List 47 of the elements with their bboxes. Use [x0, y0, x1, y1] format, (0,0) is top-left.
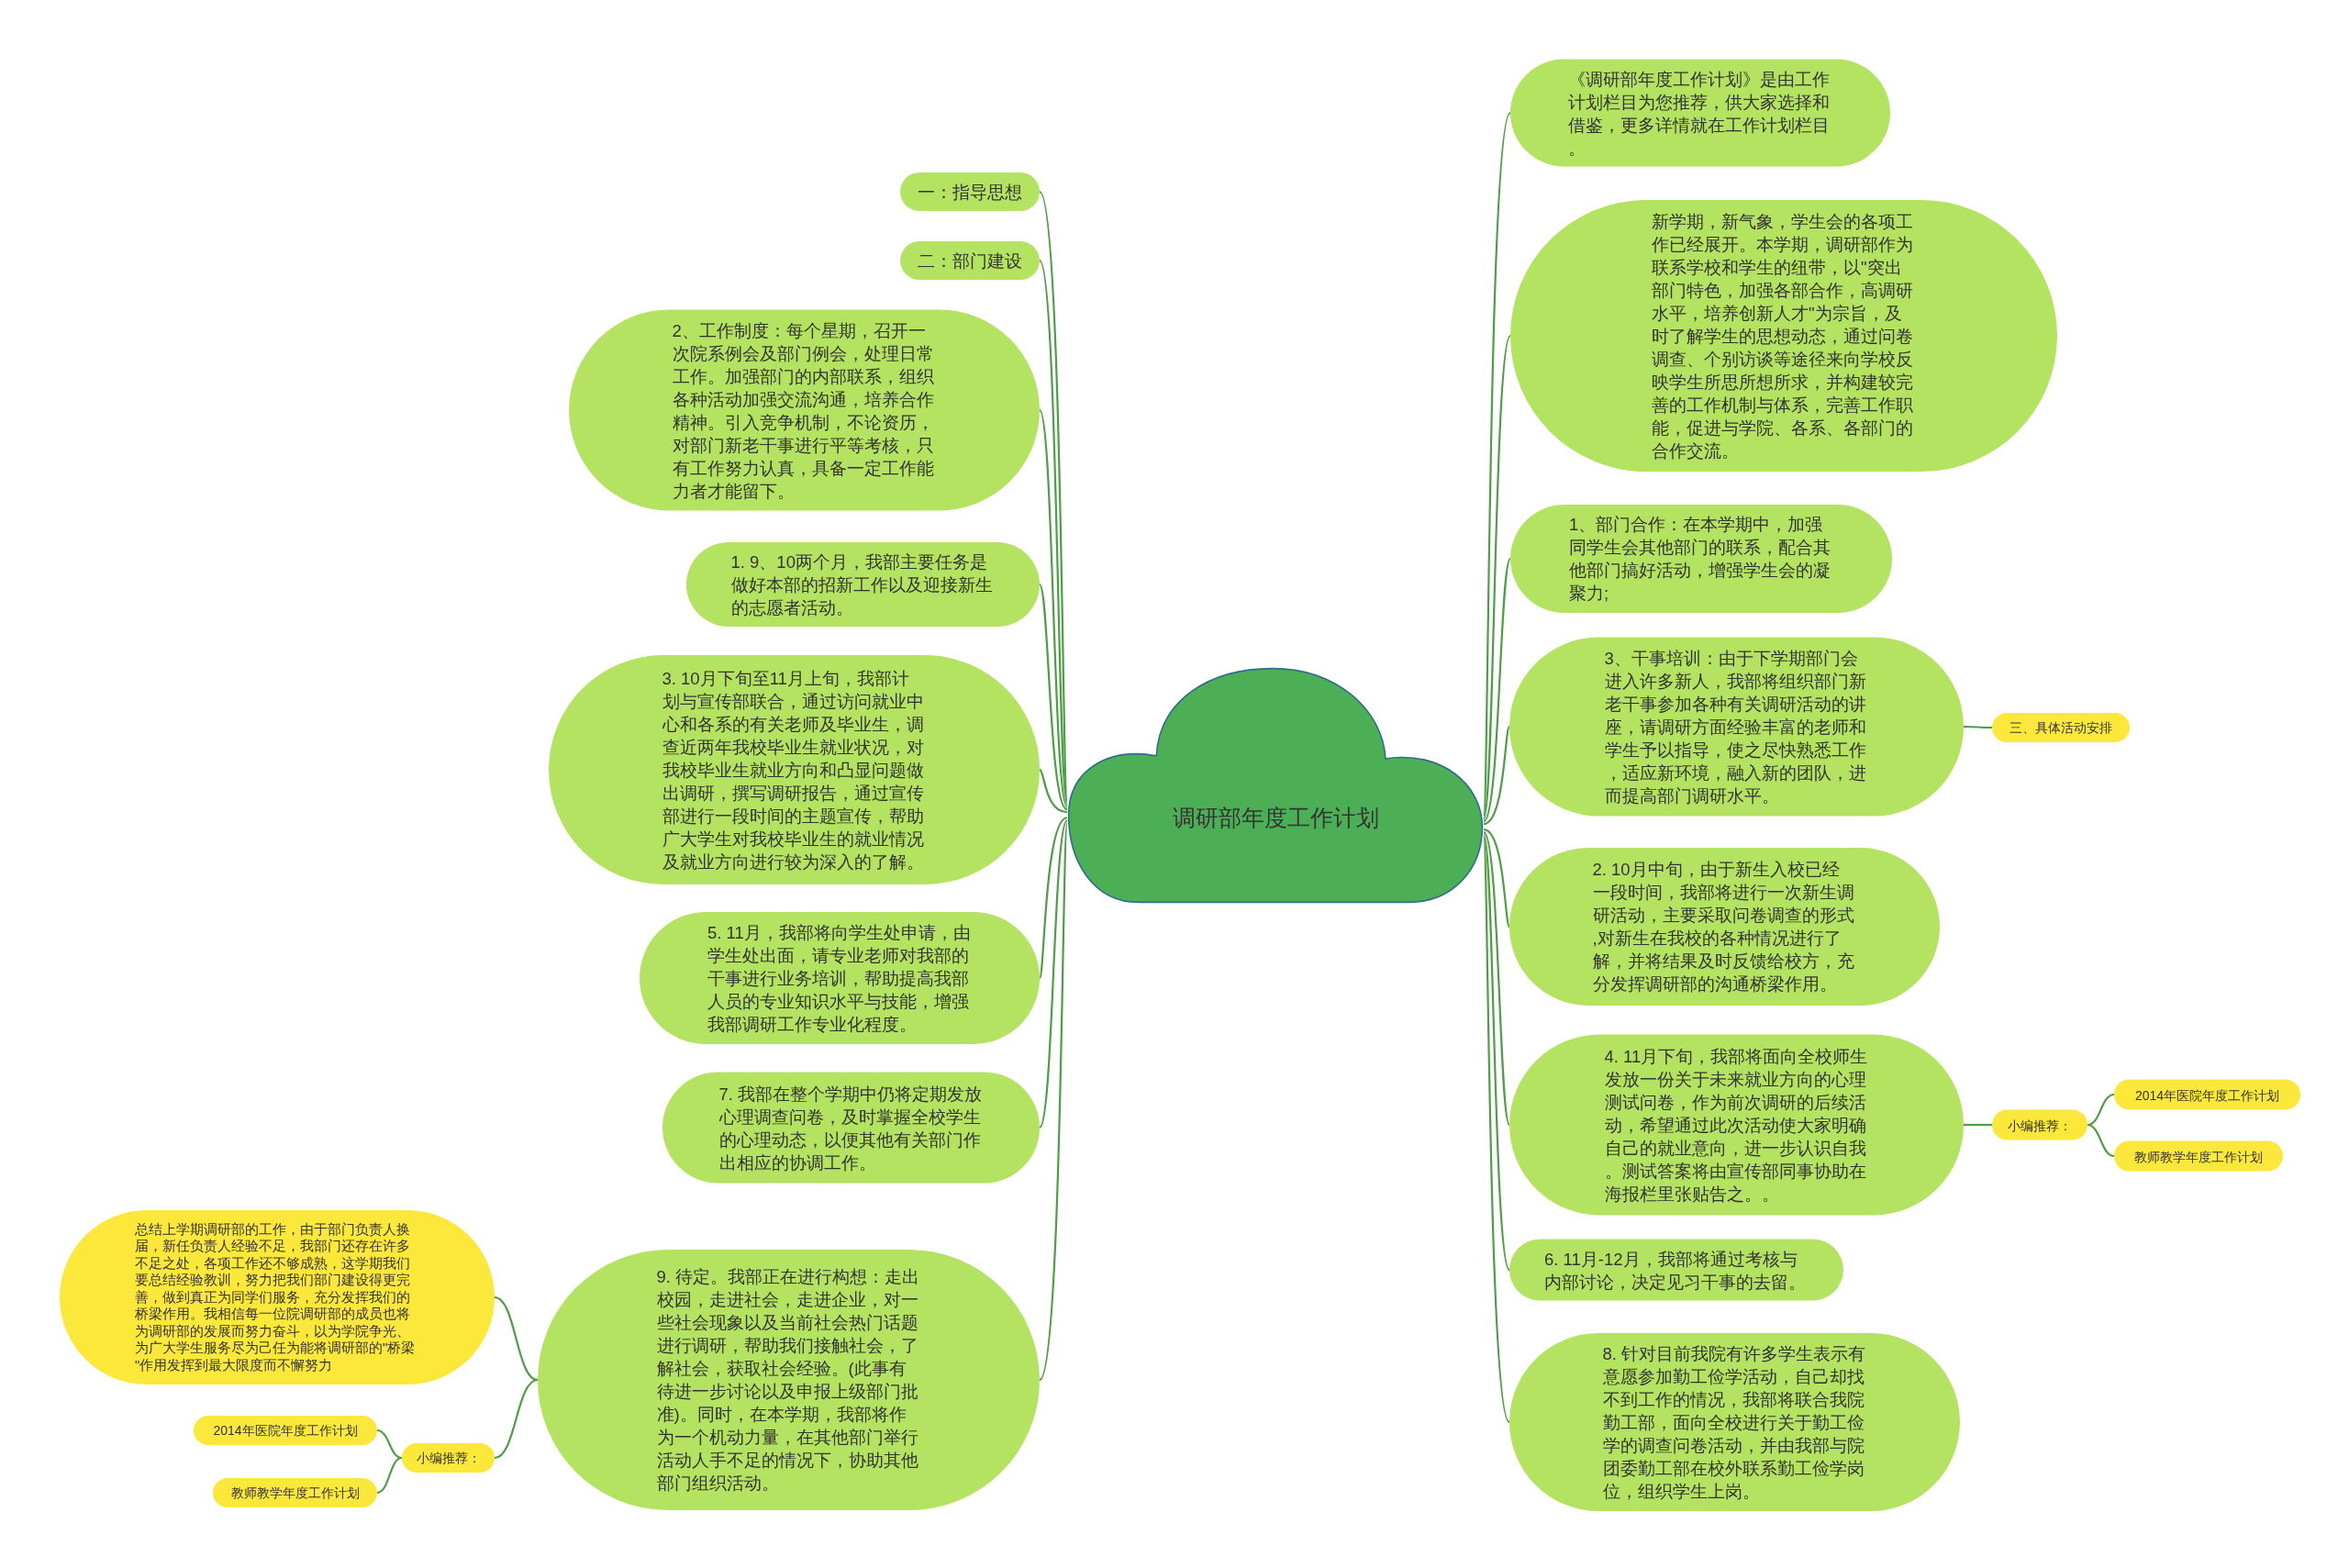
branch-line	[1039, 584, 1068, 810]
topic-bubble: 1、部门合作：在本学期中，加强同学生会其他部门的联系，配合其他部门搞好活动，增强学生会的凝聚力;	[1510, 505, 1892, 613]
topic-bubble: 5. 11月，我部将向学生处申请，由学生处出面，请专业老师对我部的干事进行业务培训，帮助提高我部人员的专业知识水平与技能，增强我部调研工作专业化程度。	[640, 912, 1040, 1044]
branch-line	[1483, 831, 1510, 1126]
topic-bubble: 4. 11月下旬，我部将面向全校师生发放一份关于未来就业方向的心理测试问卷，作为前次调研的后续活动，希望通过此次活动使大家明确自己的就业意向，进一步认识自我。测试答案将由宣传部同事协助在海报栏里张贴告之。。	[1509, 1034, 1964, 1216]
branch-line	[1039, 819, 1068, 1129]
topic-bubble: 《调研部年度工作计划》是由工作计划栏目为您推荐，供大家选择和借鉴，更多详情就在工作计划栏目。	[1510, 59, 1890, 167]
tag-bubble: 教师教学年度工作计划	[2114, 1140, 2283, 1172]
tag-bubble: 小编推荐：	[402, 1443, 495, 1473]
branch-line	[1483, 558, 1511, 822]
tag-bubble: 2014年医院年度工作计划	[2114, 1079, 2300, 1110]
branch-line	[1038, 817, 1068, 979]
branch-line	[376, 1429, 403, 1460]
branch-line	[1482, 834, 1510, 1271]
topic-bubble: 二：部门建设	[900, 241, 1040, 280]
tag-bubble: 小编推荐：	[1992, 1109, 2087, 1140]
topic-bubble: 8. 针对目前我院有许多学生表示有意愿参加勤工俭学活动，自己却找不到工作的情况，我部将联合我院勤工部，面向全校进行关于勤工俭学的调查问卷活动，并由我部与院团委勤工部在校外联系勤工俭学岗位，组织学生上岗。	[1509, 1333, 1960, 1511]
topic-bubble: 1. 9、10两个月，我部主要任务是做好本部的招新工作以及迎接新生的志愿者活动。	[686, 542, 1040, 627]
topic-bubble: 3、干事培训：由于下学期部门会进入许多新人，我部将组织部门新老干事参加各种有关调研活动的讲座，请调研方面经验丰富的老师和学生予以指导，使之尽快熟悉工作，适应新环境，融入新的团队，进而提高部门调研水平。	[1509, 637, 1964, 817]
topic-bubble: 新学期，新气象，学生会的各项工作已经展开。本学期，调研部作为联系学校和学生的纽带，以"突出部门特色，加强各部合作，高调研水平，培养创新人才"为宗旨，及时了解学生的思想动态，通过问卷调查、个别访谈等途径来向学校反映学生所思所想所求，并构建较完善的工作机制与体系，完善工作职能，促进与学院、各系、各部门的合作交流。	[1510, 200, 2057, 472]
topic-bubble: 9. 待定。我部正在进行构想：走出校园，走进社会，走进企业，对一些社会现象以及当前社会热门话题进行调研，帮助我们接触社会，了解社会，获取社会经验。(此事有待进一步讨论以及申报上级部门批准)。同时，在本学期，我部将作为一个机动力量，在其他部门举行活动人手不足的情况下，协助其他部门组织活动。	[538, 1250, 1040, 1510]
branch-line	[1482, 838, 1510, 1423]
topic-bubble: 6. 11月-12月，我部将通过考核与内部讨论，决定见习干事的去留。	[1509, 1239, 1843, 1301]
branch-line	[1482, 112, 1512, 817]
branch-line	[1483, 726, 1510, 826]
branch-line	[1039, 823, 1069, 1381]
topic-bubble: 2. 10月中旬，由于新生入校已经一段时间，我部将进行一次新生调研活动，主要采取问卷调查的形式,对新生在我校的各种情况进行了解，并将结果及时反馈给校方，充分发挥调研部的沟通桥梁作用。	[1509, 848, 1940, 1006]
branch-line	[1964, 725, 1992, 729]
branch-line	[1483, 828, 1510, 928]
topic-bubble: 7. 我部在整个学期中仍将定期发放心理调查问卷，及时掌握全校学生的心理动态，以便其他有关部门作出相应的协调工作。	[662, 1072, 1040, 1184]
branch-line	[494, 1296, 539, 1382]
cloud-shape: 调研部年度工作计划	[1067, 667, 1484, 904]
topic-bubble: 一：指导思想	[900, 172, 1040, 211]
branch-line	[494, 1378, 539, 1460]
branch-line	[1039, 409, 1068, 807]
branch-line	[1039, 769, 1068, 814]
branch-line	[1482, 335, 1512, 819]
tag-bubble: 三、具体活动安排	[1992, 713, 2130, 742]
branch-line	[1964, 1123, 1992, 1127]
tag-bubble: 2014年医院年度工作计划	[194, 1416, 377, 1445]
branch-line	[2087, 1093, 2115, 1127]
topic-bubble: 3. 10月下旬至11月上旬，我部计划与宣传部联合，通过访问就业中心和各系的有关老师及毕业生，调查近两年我校毕业生就业状况，对我校毕业生就业方向和凸显问题做出调研，撰写调研报告，通过宣传部进行一段时间的主题宣传，帮助广大学生对我校毕业生的就业情况及就业方向进行较为深入的了解。	[549, 655, 1040, 884]
note-bubble: 总结上学期调研部的工作，由于部门负责人换届，新任负责人经验不足，我部门还存在许多不足之处，各项工作还不够成熟，这学期我们要总结经验教训，努力把我们部门建设得更完善，做到真正为同学们服务，充分发挥我们的桥梁作用。我相信每一位院调研部的成员也将为调研部的发展而努力奋斗，以为学院争光、为广大学生服务尽为己任为能将调研部的"桥梁"作用发挥到最大限度而不懈努力	[60, 1210, 495, 1385]
topic-bubble: 2、工作制度：每个星期，召开一次院系例会及部门例会，处理日常工作。加强部门的内部联系，组织各种活动加强交流沟通，培养合作精神。引入竞争机制，不论资历，对部门新老干事进行平等考核，只有工作努力认真，具备一定工作能力者才能留下。	[569, 309, 1040, 511]
branch-line	[376, 1456, 403, 1495]
tag-bubble: 教师教学年度工作计划	[213, 1478, 377, 1507]
branch-line	[2087, 1123, 2115, 1158]
